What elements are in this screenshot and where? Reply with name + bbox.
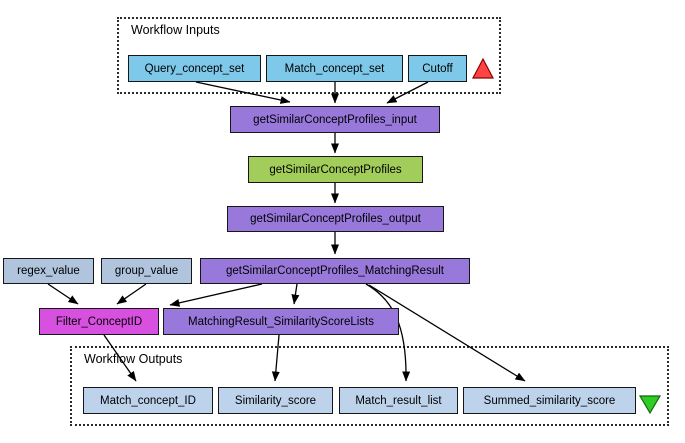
node-label: Match_concept_ID — [100, 394, 196, 407]
node-label: getSimilarConceptProfiles_MatchingResult — [226, 265, 444, 277]
node-label: Similarity_score — [234, 394, 317, 407]
workflow-outputs-title: Workflow Outputs — [84, 352, 183, 366]
node-getsimilarconceptprofiles-matchingresult[interactable]: getSimilarConceptProfiles_MatchingResult — [200, 258, 470, 284]
node-match-concept-id[interactable]: Match_concept_ID — [83, 387, 213, 414]
node-label: Cutoff — [422, 62, 453, 75]
node-label: getSimilarConceptProfiles_output — [250, 213, 421, 225]
edge-scorelists-to-similarityscore — [271, 334, 280, 382]
workflow-outputs-marker-icon — [638, 395, 662, 415]
node-summed-similarity-score[interactable]: Summed_similarity_score — [463, 387, 636, 414]
workflow-inputs-group — [117, 17, 501, 94]
edge-matchingresult-to-filter — [169, 283, 263, 307]
node-label: getSimilarConceptProfiles_input — [253, 113, 417, 126]
node-matchingresult-similarityscorelists[interactable]: MatchingResult_SimilarityScoreLists — [163, 308, 399, 335]
node-match-concept-set[interactable]: Match_concept_set — [266, 55, 403, 82]
node-label: Summed_similarity_score — [483, 394, 616, 407]
node-label: getSimilarConceptProfiles — [269, 163, 402, 176]
edge-matchingresult-to-scorelists — [291, 283, 300, 305]
workflow-outputs-group — [70, 346, 669, 426]
node-match-result-list[interactable]: Match_result_list — [339, 387, 458, 414]
node-getsimilarconceptprofiles-output[interactable]: getSimilarConceptProfiles_output — [227, 206, 444, 232]
node-regex-value[interactable]: regex_value — [3, 258, 94, 284]
node-getsimilarconceptprofiles[interactable]: getSimilarConceptProfiles — [248, 156, 423, 183]
edge-group-to-filter — [116, 283, 147, 305]
node-group-value[interactable]: group_value — [101, 258, 192, 284]
workflow-inputs-title: Workflow Inputs — [131, 23, 220, 37]
node-label: regex_value — [17, 265, 80, 277]
node-label: Filter_ConceptID — [55, 315, 143, 328]
edge-cutoff-to-input — [386, 81, 429, 104]
edge-query-to-input — [195, 81, 291, 104]
edge-filter-to-matchconceptid — [103, 334, 137, 382]
node-cutoff[interactable]: Cutoff — [408, 55, 467, 82]
edge-regex-to-filter — [47, 283, 79, 305]
node-filter-conceptid[interactable]: Filter_ConceptID — [39, 308, 159, 335]
workflow-inputs-marker-icon — [472, 57, 494, 79]
node-label: Match_result_list — [355, 394, 442, 407]
node-getsimilarconceptprofiles-input[interactable]: getSimilarConceptProfiles_input — [230, 106, 440, 133]
node-label: Query_concept_set — [144, 62, 245, 75]
node-similarity-score[interactable]: Similarity_score — [218, 387, 333, 414]
node-label: MatchingResult_SimilarityScoreLists — [188, 315, 374, 328]
edge-matchingresult-to-summedscore — [368, 284, 526, 382]
node-label: Match_concept_set — [284, 62, 385, 75]
node-label: group_value — [114, 265, 179, 277]
node-query-concept-set[interactable]: Query_concept_set — [128, 55, 261, 82]
